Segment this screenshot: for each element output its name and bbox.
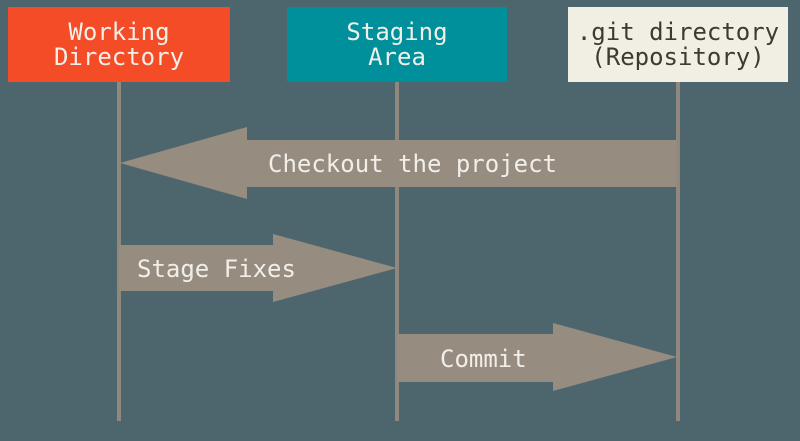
checkout-arrow-body [245, 140, 677, 187]
staging-area-lifeline [395, 82, 399, 421]
working-directory-label-line1: Working [68, 17, 170, 46]
working-directory-box: Working Directory [8, 7, 230, 82]
git-directory-label-line1: .git directory [576, 17, 780, 46]
staging-area-box: Staging Area [287, 7, 507, 82]
checkout-arrow-label: Checkout the project [268, 150, 557, 178]
stage-fixes-arrow-label: Stage Fixes [137, 255, 296, 283]
staging-area-label-line2: Area [368, 42, 426, 71]
stage-fixes-arrow-head-icon [273, 234, 397, 302]
git-directory-box: .git directory (Repository) [568, 7, 788, 82]
checkout-arrow-head-icon [120, 127, 247, 199]
commit-arrow-label: Commit [440, 345, 527, 373]
commit-arrow-body [397, 334, 553, 382]
git-directory-lifeline [676, 82, 680, 421]
git-directory-label-line2: (Repository) [591, 42, 765, 71]
stage-fixes-arrow-body [119, 245, 273, 291]
commit-arrow-head-icon [553, 323, 677, 391]
staging-area-label-line1: Staging [346, 17, 448, 46]
working-directory-label-line2: Directory [53, 42, 185, 71]
